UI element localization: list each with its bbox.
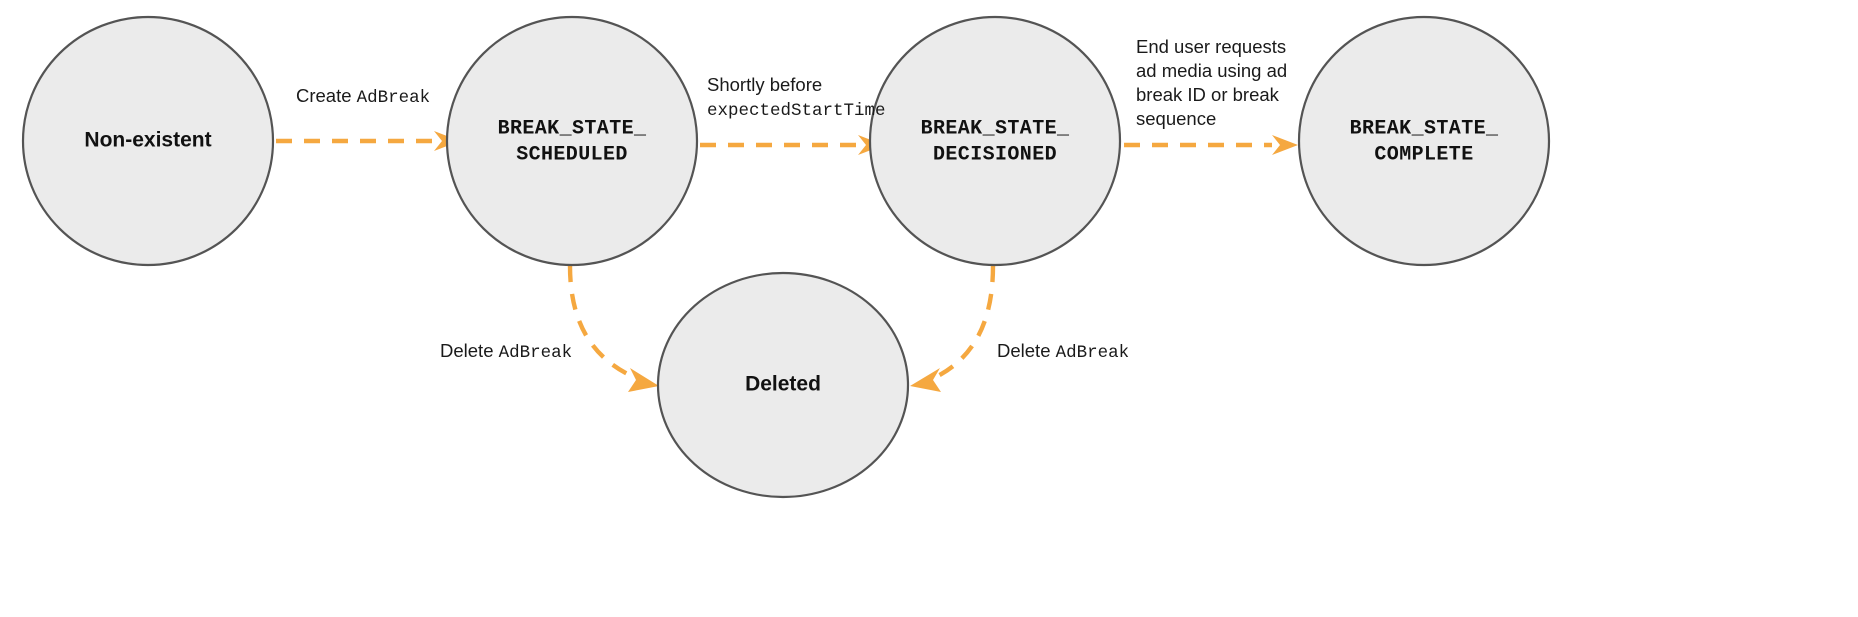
edge-label-line: ad media using ad <box>1136 60 1287 81</box>
edge-label-line: expectedStartTime <box>707 101 886 121</box>
edge-label-run: End user requests <box>1136 36 1286 57</box>
arrowhead-icon <box>628 368 659 392</box>
state-node-break-state-scheduled[interactable]: BREAK_STATE_ SCHEDULED <box>445 15 699 267</box>
edge-label-line: Shortly before <box>707 74 822 95</box>
edge-label-run: expectedStartTime <box>707 101 886 121</box>
edge-label-decisioned-to-complete: End user requests ad media using ad break … <box>1136 36 1287 129</box>
edge-label-line: Create AdBreak <box>296 85 430 108</box>
edge-label-line: End user requests <box>1136 36 1286 57</box>
edge-label-scheduled-to-decisioned: Shortly before expectedStartTime <box>707 74 886 121</box>
edge-label-line: Delete AdBreak <box>997 340 1129 363</box>
edge-line-decisioned-to-deleted <box>933 265 996 380</box>
node-label-break-state-decisioned: DECISIONED <box>933 143 1057 166</box>
node-label-break-state-complete: BREAK_STATE_ <box>1350 117 1499 140</box>
arrowhead-icon <box>910 368 941 392</box>
edge-scheduled-to-decisioned <box>700 135 884 155</box>
node-shape-break-state-scheduled <box>445 15 699 267</box>
state-node-deleted[interactable]: Deleted <box>656 271 910 499</box>
edge-label-run: Shortly before <box>707 74 822 95</box>
edge-decisioned-to-complete <box>1124 135 1298 155</box>
edge-label-create-adbreak: Create AdBreak <box>296 85 430 108</box>
state-node-non-existent[interactable]: Non-existent <box>21 15 275 267</box>
node-label-break-state-complete: COMPLETE <box>1374 143 1473 166</box>
edge-label-run: AdBreak <box>357 88 431 108</box>
node-label-break-state-scheduled: BREAK_STATE_ <box>498 117 647 140</box>
edge-label-run: break ID or break <box>1136 84 1280 105</box>
edge-label-run: ad media using ad <box>1136 60 1287 81</box>
node-label-break-state-decisioned: BREAK_STATE_ <box>921 117 1070 140</box>
edge-label-run: Delete <box>997 340 1056 361</box>
edge-labels-layer: Create AdBreak Shortly before expectedStar… <box>296 36 1287 363</box>
node-shape-deleted <box>656 271 910 499</box>
state-node-break-state-complete[interactable]: BREAK_STATE_ COMPLETE <box>1297 15 1551 267</box>
node-label-break-state-scheduled: SCHEDULED <box>516 143 628 166</box>
edge-label-run: Delete <box>440 340 499 361</box>
node-label-non-existent: Non-existent <box>84 129 211 152</box>
edge-label-line: break ID or break <box>1136 84 1280 105</box>
edge-create-adbreak <box>276 131 460 151</box>
edge-label-line: Delete AdBreak <box>440 340 572 363</box>
edge-decisioned-to-deleted <box>910 265 996 392</box>
state-node-break-state-decisioned[interactable]: BREAK_STATE_ DECISIONED <box>868 15 1122 267</box>
edge-label-run: Create <box>296 85 357 106</box>
node-shape-non-existent <box>21 15 275 267</box>
edge-label-run: sequence <box>1136 108 1216 129</box>
edge-label-line: sequence <box>1136 108 1216 129</box>
arrowhead-icon <box>1272 135 1298 155</box>
node-shape-break-state-decisioned <box>868 15 1122 267</box>
node-shape-break-state-complete <box>1297 15 1551 267</box>
edge-line-scheduled-to-deleted <box>567 265 637 381</box>
node-label-deleted: Deleted <box>745 373 821 396</box>
edge-label-run: AdBreak <box>1056 343 1130 363</box>
edge-label-decisioned-to-deleted: Delete AdBreak <box>997 340 1129 363</box>
edge-label-run: AdBreak <box>499 343 573 363</box>
edge-scheduled-to-deleted <box>567 265 659 392</box>
edge-label-scheduled-to-deleted: Delete AdBreak <box>440 340 572 363</box>
